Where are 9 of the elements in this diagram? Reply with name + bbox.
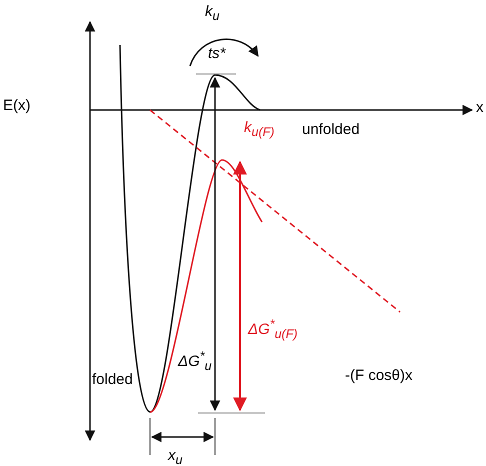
force-label: -(F cosθ)x <box>345 368 412 384</box>
distance-label: x$_{u}$ <box>168 448 182 466</box>
rate-label: k$_{u}$ <box>205 4 220 24</box>
state-label: folded <box>92 372 133 388</box>
state-label: ts* <box>208 46 226 62</box>
axis-label: E(x) <box>3 98 30 114</box>
state-label: unfolded <box>302 122 360 138</box>
rate-label: k$_{u(F)}$ <box>244 120 274 140</box>
axis-label: x <box>476 100 484 116</box>
